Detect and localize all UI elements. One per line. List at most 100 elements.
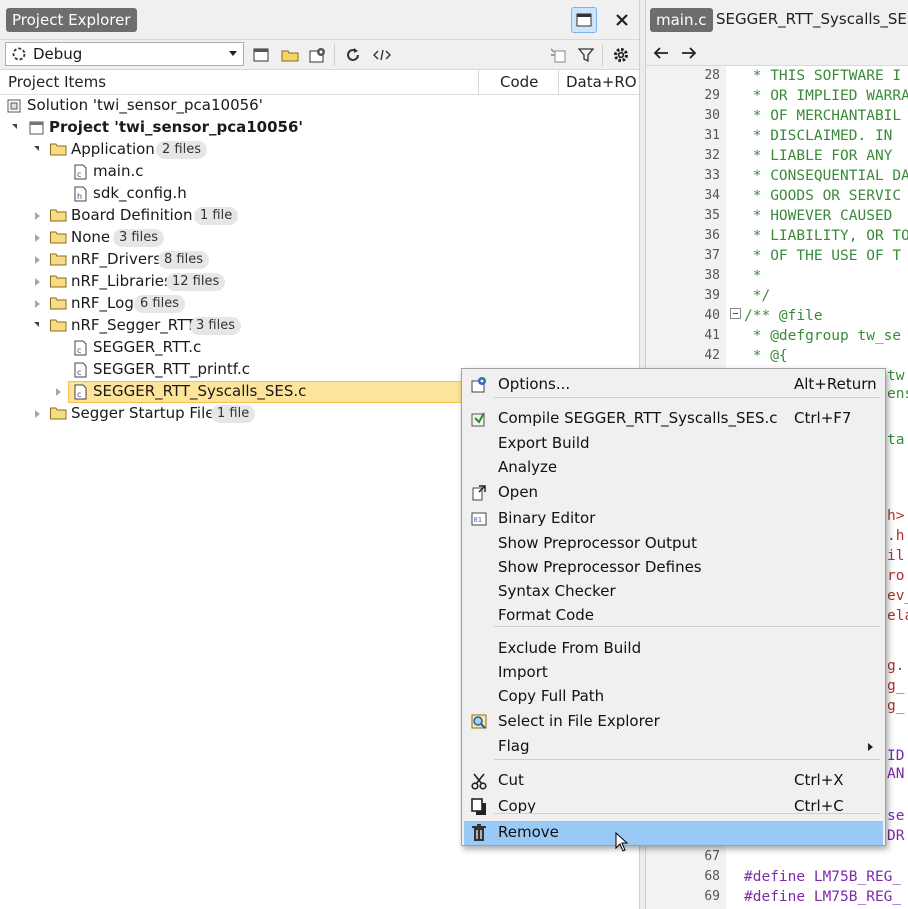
menu-item-show-preprocessor-output[interactable]: Show Preprocessor Output — [464, 532, 883, 556]
menu-item-label: Select in File Explorer — [498, 712, 660, 730]
close-icon[interactable] — [609, 7, 635, 33]
new-project-icon[interactable] — [248, 42, 274, 68]
folder-icon — [50, 275, 67, 288]
editor-navbar — [646, 40, 908, 66]
code-fragment: ev_ — [887, 588, 908, 604]
tab-segger-rtt-syscalls[interactable]: SEGGER_RTT_Syscalls_SES.c — [716, 10, 908, 28]
sort-icon[interactable] — [545, 42, 571, 68]
file-explorer-icon — [471, 714, 487, 729]
menu-item-format-code[interactable]: Format Code — [464, 604, 883, 628]
new-folder-icon[interactable] — [277, 42, 303, 68]
collapse-icon[interactable] — [34, 322, 39, 327]
fold-collapse-icon[interactable] — [730, 308, 741, 319]
menu-item-label: Copy Full Path — [498, 687, 605, 705]
arrow-left-icon[interactable] — [648, 40, 674, 66]
column-code[interactable]: Code — [500, 73, 539, 91]
tree-item-folder-nrf-log[interactable]: nRF_Log 6 files — [0, 293, 480, 315]
tree-item-file-segger-rtt-c[interactable]: c SEGGER_RTT.c — [0, 337, 480, 359]
menu-item-exclude-from-build[interactable]: Exclude From Build — [464, 637, 883, 661]
menu-item-label: Flag — [498, 737, 530, 755]
code-view-icon[interactable] — [369, 42, 395, 68]
expand-icon[interactable] — [56, 388, 61, 396]
menu-item-syntax-checker[interactable]: Syntax Checker — [464, 580, 883, 604]
menu-item-label: Export Build — [498, 434, 590, 452]
menu-item-label: Open — [498, 483, 539, 501]
tree-item-file-segger-rtt-syscalls-ses-c[interactable]: c SEGGER_RTT_Syscalls_SES.c — [0, 381, 480, 403]
mouse-cursor-icon — [615, 832, 629, 852]
compile-icon — [471, 412, 485, 427]
tree-item-folder-segger-startup-files[interactable]: Segger Startup Files 1 file — [0, 403, 480, 425]
tree-item-folder-application[interactable]: Application 2 files — [0, 139, 480, 161]
line-number: 31 — [704, 128, 720, 143]
folder-icon — [50, 297, 67, 310]
tree-item-folder-board-definition[interactable]: Board Definition 1 file — [0, 205, 480, 227]
expand-icon[interactable] — [35, 256, 40, 264]
code-fragment: DR — [887, 828, 905, 844]
line-number: 67 — [704, 849, 720, 864]
tree-item-label: sdk_config.h — [93, 184, 187, 202]
collapse-icon[interactable] — [34, 146, 39, 151]
expand-icon[interactable] — [35, 278, 40, 286]
tree-item-folder-nrf-drivers[interactable]: nRF_Drivers 8 files — [0, 249, 480, 271]
menu-item-import[interactable]: Import — [464, 661, 883, 685]
line-number: 38 — [704, 268, 720, 283]
menu-item-options[interactable]: Options...Alt+Return — [464, 373, 883, 397]
line-number: 32 — [704, 148, 720, 163]
expand-icon[interactable] — [35, 410, 40, 418]
column-data-ro[interactable]: Data+RO — [566, 73, 637, 91]
svg-text:c: c — [77, 390, 81, 399]
menu-item-open[interactable]: Open — [464, 481, 883, 505]
code-line: #define LM75B_REG_ — [744, 889, 902, 905]
properties-icon[interactable] — [305, 42, 331, 68]
collapse-icon[interactable] — [12, 124, 17, 129]
tree-item-file-segger-rtt-printf-c[interactable]: c SEGGER_RTT_printf.c — [0, 359, 480, 381]
gear-icon[interactable] — [608, 42, 634, 68]
column-project-items[interactable]: Project Items — [8, 73, 107, 91]
menu-separator — [494, 626, 880, 627]
filter-icon[interactable] — [573, 42, 599, 68]
line-number: 42 — [704, 348, 720, 363]
code-fragment: ro — [887, 568, 905, 584]
code-line: * GOODS OR SERVIC — [744, 188, 902, 204]
build-configuration-value: Debug — [33, 45, 83, 63]
menu-item-analyze[interactable]: Analyze — [464, 456, 883, 480]
menu-item-export-build[interactable]: Export Build — [464, 432, 883, 456]
file-count-badge: 6 files — [134, 295, 185, 313]
line-number: 33 — [704, 168, 720, 183]
code-fragment: ID — [887, 748, 905, 764]
menu-separator — [494, 759, 880, 760]
project-explorer-titlebar: Project Explorer — [0, 0, 639, 40]
menu-item-shortcut: Ctrl+C — [794, 797, 844, 815]
expand-icon[interactable] — [35, 300, 40, 308]
expand-icon[interactable] — [35, 234, 40, 242]
tab-main-c[interactable]: main.c — [650, 8, 713, 32]
menu-item-copy-full-path[interactable]: Copy Full Path — [464, 685, 883, 709]
code-line: #define LM75B_REG_ — [744, 869, 902, 885]
refresh-icon[interactable] — [340, 42, 366, 68]
project-explorer-toolbar: Debug — [0, 40, 639, 70]
window-layout-icon[interactable] — [571, 7, 597, 33]
line-number: 29 — [704, 88, 720, 103]
tree-item-file-sdk-config-h[interactable]: h sdk_config.h — [0, 183, 480, 205]
binary-editor-icon: 01 — [471, 512, 487, 526]
menu-item-remove[interactable]: Remove — [464, 821, 883, 845]
arrow-right-icon[interactable] — [676, 40, 702, 66]
build-configuration-select[interactable]: Debug — [5, 42, 244, 66]
tree-item-file-main-c[interactable]: c main.c — [0, 161, 480, 183]
expand-icon[interactable] — [35, 212, 40, 220]
tree-item-project[interactable]: Project 'twi_sensor_pca10056' — [0, 117, 480, 139]
tree-item-folder-nrf-segger-rtt[interactable]: nRF_Segger_RTT 3 files — [0, 315, 480, 337]
tree-item-solution[interactable]: Solution 'twi_sensor_pca10056' — [0, 95, 480, 117]
menu-item-flag[interactable]: Flag — [464, 735, 883, 759]
menu-item-show-preprocessor-defines[interactable]: Show Preprocessor Defines — [464, 556, 883, 580]
menu-item-select-in-file-explorer[interactable]: Select in File Explorer — [464, 710, 883, 734]
submenu-arrow-icon — [868, 743, 873, 751]
tree-item-folder-none[interactable]: None 3 files — [0, 227, 480, 249]
file-count-badge: 1 file — [194, 207, 239, 225]
tree-item-folder-nrf-libraries[interactable]: nRF_Libraries 12 files — [0, 271, 480, 293]
